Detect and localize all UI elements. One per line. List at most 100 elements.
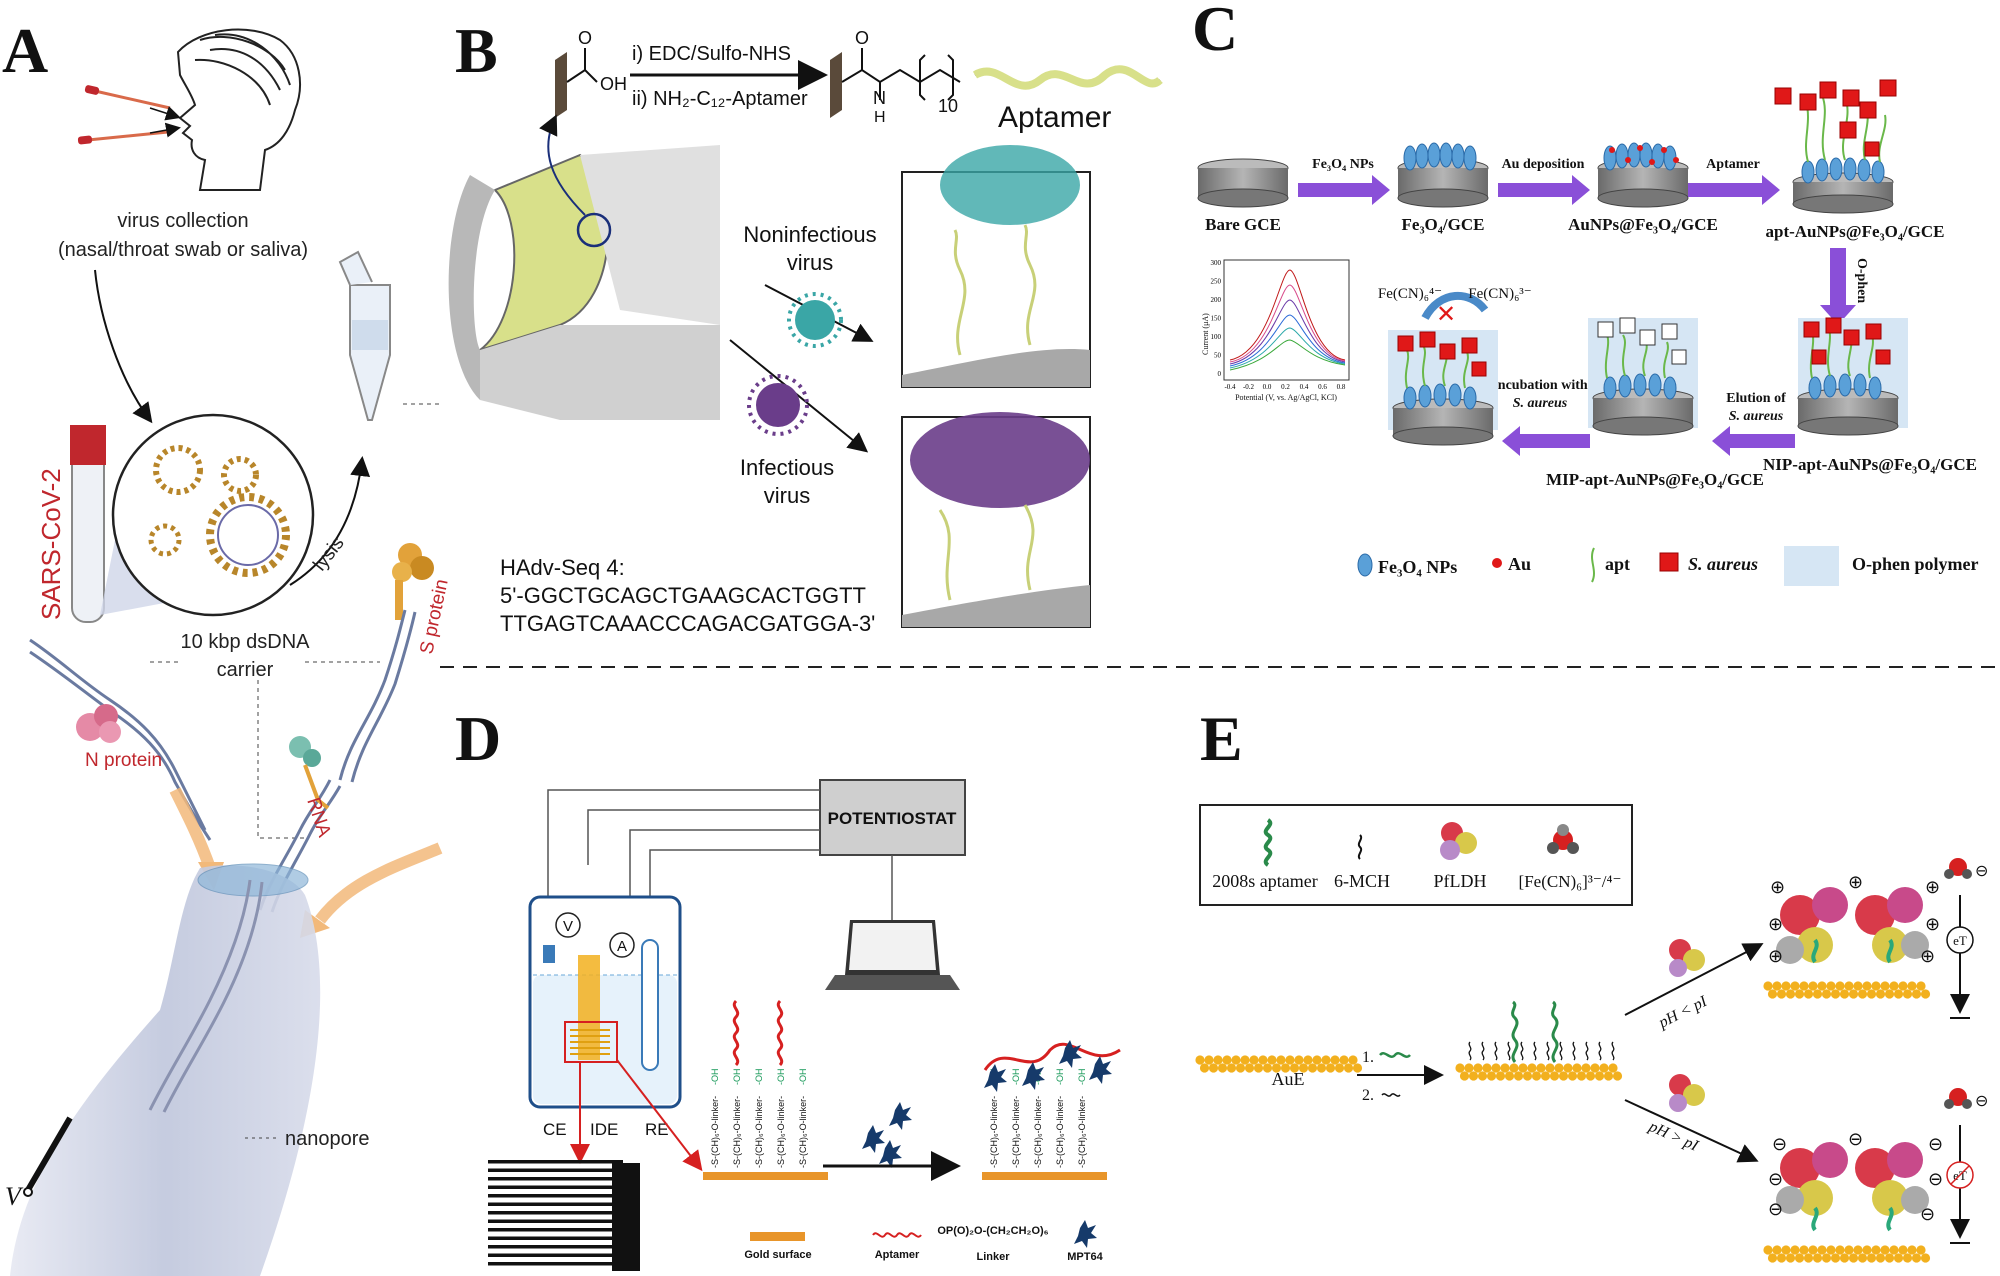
gold-particle	[1334, 1063, 1345, 1073]
infectious-virus-icon	[747, 374, 809, 436]
legend-gold-label: Gold surface	[744, 1249, 811, 1261]
ide-finger	[488, 1262, 623, 1266]
gold-particle	[1898, 1245, 1908, 1255]
ide-finger	[488, 1185, 623, 1189]
noninfectious-label-1: Noninfectious	[743, 222, 876, 247]
ide-finger	[488, 1228, 623, 1232]
gold-particle	[1880, 1245, 1890, 1255]
svg-text:⊖: ⊖	[1920, 1204, 1935, 1225]
gold-particle	[1518, 1063, 1528, 1073]
ide-finger	[488, 1253, 623, 1257]
aptamer-label-b: Aptamer	[998, 101, 1111, 134]
electrode-icon	[23, 1116, 73, 1197]
legend-2008s-aptamer-label: 2008s aptamer	[1212, 871, 1317, 891]
hydroxyl-label: -OH	[732, 1069, 742, 1086]
gold-particle	[1590, 1063, 1600, 1073]
hydroxyl-label: -OH	[798, 1069, 808, 1086]
gold-particle	[1307, 1063, 1318, 1073]
gold-particle	[1835, 981, 1845, 991]
legend-linker-label: Linker	[976, 1251, 1010, 1263]
aue-gold-layer	[1195, 1055, 1363, 1073]
legend-fe3o4-label: Fe₃O₄ NPs	[1378, 557, 1457, 577]
gold-particle	[1527, 1063, 1537, 1073]
gold-particle	[1916, 981, 1926, 991]
gold-particle	[1249, 1055, 1259, 1065]
gold-particle	[1213, 1055, 1223, 1065]
gold-particle	[1204, 1055, 1214, 1065]
panel-a: A virus collection (nasal/throat swab or…	[2, 15, 453, 1276]
aptamer-strand	[776, 999, 784, 1067]
gold-particle	[1321, 1055, 1331, 1065]
legend-saureus-label: S. aureus	[1688, 554, 1758, 574]
ce-label: CE	[543, 1120, 567, 1139]
legend-d-aptamer-icon	[872, 1232, 922, 1238]
gold-particle	[1821, 989, 1832, 999]
reaction-step-1: i) EDC/Sulfo-NHS	[632, 43, 791, 65]
fe3o4-gce-electrode	[1397, 142, 1489, 208]
head-sketch-icon	[176, 28, 301, 191]
sequence-line-1: 5'-GGCTGCAGCTGAAGCACTGGTT	[500, 583, 866, 608]
gold-particle	[1911, 989, 1922, 999]
gold-particle	[1231, 1055, 1241, 1065]
gold-particle	[1862, 981, 1872, 991]
gold-particle	[1920, 989, 1931, 999]
ferricyanide-icon-top	[1944, 858, 1972, 879]
svg-text:⊖: ⊖	[1772, 1134, 1787, 1155]
gold-particle	[1536, 1063, 1546, 1073]
gold-particle	[1911, 1253, 1922, 1263]
legend-au-label: Au	[1508, 554, 1531, 574]
gold-particle	[1844, 1245, 1854, 1255]
gold-particle	[1844, 981, 1854, 991]
negative-charges-bottom: ⊖⊖⊖ ⊖⊖⊖⊖	[1768, 1129, 1943, 1225]
gold-particle	[1199, 1063, 1210, 1073]
inset-xtick: -0.4	[1224, 383, 1236, 391]
panel-e-letter: E	[1200, 703, 1243, 774]
fecn4-label: Fe(CN)₆⁴⁻	[1378, 286, 1442, 302]
counter-electrode	[543, 945, 555, 963]
legend-apt-icon	[1591, 547, 1595, 583]
gold-particle	[1902, 989, 1913, 999]
gold-particle	[1772, 1245, 1782, 1255]
svg-text:⊕: ⊕	[1768, 946, 1783, 967]
gold-particle	[1920, 1253, 1931, 1263]
aptamer-strand-b	[972, 65, 1163, 90]
gold-particle	[1763, 981, 1773, 991]
carrier-label-1: 10 kbp dsDNA	[181, 631, 311, 653]
gold-particle	[1330, 1055, 1340, 1065]
nanopore-opening	[197, 863, 309, 897]
chain-group-2: -S-(CH)₆-O-linker--OH-S-(CH)₆-O-linker--…	[989, 1069, 1087, 1169]
gold-particle	[1522, 1071, 1533, 1081]
aunps-gce-label: AuNPs@Fe₃O₄/GCE	[1568, 215, 1718, 234]
inset-xtick: -0.2	[1243, 383, 1255, 391]
panel-d: D POTENTIOSTAT V A	[455, 703, 1121, 1271]
gold-particle	[1482, 1063, 1492, 1073]
infectious-label-1: Infectious	[740, 455, 834, 480]
nanopore-cone	[10, 865, 321, 1276]
gold-particle	[1459, 1071, 1470, 1081]
block-cross-icon: ✕	[1436, 301, 1456, 328]
inset-ylabel: Current (μA)	[1201, 313, 1210, 355]
aptamer-strand	[732, 999, 740, 1067]
ide-finger	[488, 1194, 623, 1198]
inset-ytick: 250	[1211, 278, 1222, 286]
gold-particle	[1781, 981, 1791, 991]
mch-molecule	[1611, 1041, 1615, 1061]
mip-gce-label: MIP-apt-AuNPs@Fe₃O₄/GCE	[1546, 470, 1764, 489]
infectious-detail-box	[901, 412, 1091, 628]
inset-ytick: 0	[1218, 370, 1222, 378]
mch-molecule	[1507, 1041, 1511, 1061]
step-1-aptamer-icon	[1379, 1052, 1411, 1058]
gold-particle	[1504, 1071, 1515, 1081]
redox-arc	[1421, 292, 1489, 321]
hydroxyl-label: -OH	[1055, 1069, 1065, 1086]
b-nitrogen: N	[873, 88, 886, 108]
gold-particle	[1871, 1245, 1881, 1255]
nip-gce-label: NIP-apt-AuNPs@Fe₃O₄/GCE	[1763, 455, 1977, 474]
gold-particle	[1567, 1071, 1578, 1081]
ammeter-label: A	[617, 938, 627, 955]
hydroxyl-label: -OH	[776, 1069, 786, 1086]
gold-particle	[1853, 981, 1863, 991]
gold-particle	[1298, 1063, 1309, 1073]
legend-fe3o4-icon	[1357, 553, 1373, 577]
inset-voltammogram: Current (μA) Potential (V, vs. Ag/AgCl, …	[1201, 259, 1350, 402]
